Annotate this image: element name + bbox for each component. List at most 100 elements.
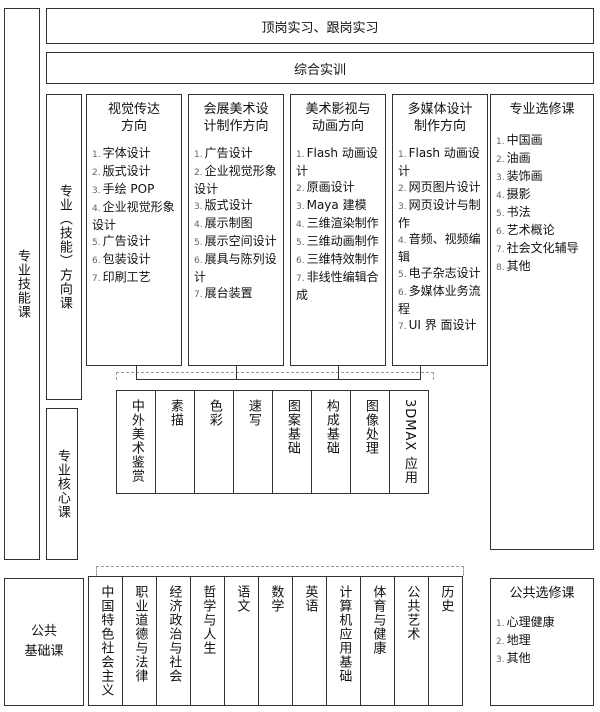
elective-public-box: 公共选修课 1.心理健康 2.地理 3.其他 [490,578,594,706]
core-course-cell: 图像处理 [350,390,390,494]
list-item: 6.包装设计 [92,252,151,266]
public-basic-box: 公共 基础课 [4,578,84,706]
list-item: 5.三维动画制作 [296,234,379,248]
list-item: 3.手绘 POP [92,182,155,196]
dashed-connector [96,566,464,567]
list-item: 4.音频、视频编辑 [398,232,481,264]
list-item: 3.其他 [496,651,531,665]
list-item: 3.装饰画 [496,169,543,183]
elective-major-list: 1.中国画 2.油画 3.装饰画 4.摄影 5.书法 6.艺术概论 7.社会文化… [491,132,593,276]
list-item: 8.其他 [496,259,531,273]
direction-list: 1.广告设计 2.企业视觉形象设计 3.版式设计 4.展示制图 5.展示空间设计… [189,145,283,303]
public-course-cell: 公共艺术 [394,576,429,706]
direction-exhibition: 会展美术设 计制作方向 1.广告设计 2.企业视觉形象设计 3.版式设计 4.展… [188,94,284,366]
core-course-cell: 图案基础 [272,390,312,494]
list-item: 2.油画 [496,151,531,165]
professional-skill-label: 专业技能课 [14,249,30,319]
list-item: 1.Flash 动画设计 [296,146,378,178]
list-item: 5.电子杂志设计 [398,266,481,280]
core-course-cell: 构成基础 [311,390,351,494]
core-course-cell: 3DMAX 应用 [389,390,429,494]
list-item: 7.UI 界 面设计 [398,318,477,332]
list-item: 1.Flash 动画设计 [398,146,480,178]
direction-multimedia: 多媒体设计 制作方向 1.Flash 动画设计 2.网页图片设计 3.网页设计与… [392,94,488,366]
dashed-connector [96,566,97,576]
list-item: 4.摄影 [496,187,531,201]
core-course-cell: 色彩 [194,390,234,494]
professional-skill-column: 专业技能课 [4,8,40,560]
list-item: 1.广告设计 [194,146,253,160]
public-course-row: 中国特色社会主义 职业道德与法律 经济政治与社会 哲学与人生 语文 数学 英语 … [88,576,463,706]
list-item: 2.原画设计 [296,180,355,194]
direction-list: 1.Flash 动画设计 2.原画设计 3.Maya 建模 4.三维渲染制作 5… [291,145,385,303]
public-course-cell: 经济政治与社会 [156,576,191,706]
core-course-column: 专业核心课 [46,408,78,560]
connector-line [136,379,421,380]
list-item: 6.三维特效制作 [296,252,379,266]
direction-course-column: 专业（技能）方向课 [46,94,82,400]
direction-list: 1.字体设计 2.版式设计 3.手绘 POP 4.企业视觉形象设计 5.广告设计… [87,145,181,287]
list-item: 1.心理健康 [496,615,555,629]
direction-animation: 美术影视与 动画方向 1.Flash 动画设计 2.原画设计 3.Maya 建模… [290,94,386,366]
direction-list: 1.Flash 动画设计 2.网页图片设计 3.网页设计与制作 4.音频、视频编… [393,145,487,335]
dashed-connector [116,372,434,373]
list-item: 4.展示制图 [194,216,253,230]
direction-title: 会展美术设 计制作方向 [203,102,269,134]
core-course-label: 专业核心课 [54,449,70,519]
list-item: 1.中国画 [496,133,543,147]
direction-visual: 视觉传达 方向 1.字体设计 2.版式设计 3.手绘 POP 4.企业视觉形象设… [86,94,182,366]
dashed-connector [433,372,434,380]
direction-title: 美术影视与 动画方向 [305,102,371,134]
list-item: 2.地理 [496,633,531,647]
direction-title: 多媒体设计 制作方向 [407,102,473,134]
list-item: 7.展台装置 [194,286,253,300]
list-item: 6.艺术概论 [496,223,555,237]
list-item: 4.三维渲染制作 [296,216,379,230]
connector-line [236,366,237,380]
public-course-cell: 职业道德与法律 [122,576,157,706]
core-course-cell: 速写 [233,390,273,494]
list-item: 1.字体设计 [92,146,151,160]
public-course-cell: 历史 [428,576,463,706]
core-course-row: 中外美术鉴赏 素描 色彩 速写 图案基础 构成基础 图像处理 3DMAX 应用 [116,390,429,494]
direction-course-label: 专业（技能）方向课 [56,184,72,310]
core-course-cell: 素描 [155,390,195,494]
core-course-cell: 中外美术鉴赏 [116,390,156,494]
direction-title: 视觉传达 方向 [107,102,160,134]
integrated-training-label: 综合实训 [293,62,346,78]
list-item: 2.版式设计 [92,164,151,178]
public-course-cell: 计算机应用基础 [326,576,361,706]
list-item: 5.展示空间设计 [194,234,277,248]
elective-public-title: 公共选修课 [509,586,575,601]
elective-major-title: 专业选修课 [509,102,575,117]
connector-line [338,366,339,380]
list-item: 5.广告设计 [92,234,151,248]
public-course-cell: 哲学与人生 [190,576,225,706]
list-item: 6.多媒体业务流程 [398,284,481,316]
list-item: 6.展具与陈列设计 [194,252,277,284]
list-item: 3.版式设计 [194,198,253,212]
connector-line [420,366,421,380]
dashed-connector [116,372,117,380]
integrated-training-bar: 综合实训 [46,52,594,84]
list-item: 4.企业视觉形象设计 [92,200,175,232]
list-item: 3.Maya 建模 [296,198,367,212]
elective-public-list: 1.心理健康 2.地理 3.其他 [491,614,593,668]
list-item: 5.书法 [496,205,531,219]
list-item: 2.网页图片设计 [398,180,481,194]
list-item: 3.网页设计与制作 [398,198,481,230]
list-item: 7.非线性编辑合成 [296,270,379,302]
public-course-cell: 英语 [292,576,327,706]
internship-bar: 顶岗实习、跟岗实习 [46,8,594,44]
public-course-cell: 体育与健康 [360,576,395,706]
connector-line [136,366,137,380]
list-item: 7.印刷工艺 [92,270,151,284]
internship-label: 顶岗实习、跟岗实习 [261,20,379,36]
list-item: 2.企业视觉形象设计 [194,164,277,196]
public-course-cell: 数学 [258,576,293,706]
public-course-cell: 语文 [224,576,259,706]
dashed-connector [463,566,464,576]
elective-major-box: 专业选修课 1.中国画 2.油画 3.装饰画 4.摄影 5.书法 6.艺术概论 … [490,94,594,550]
list-item: 7.社会文化辅导 [496,241,579,255]
public-basic-label: 公共 基础课 [24,624,64,659]
